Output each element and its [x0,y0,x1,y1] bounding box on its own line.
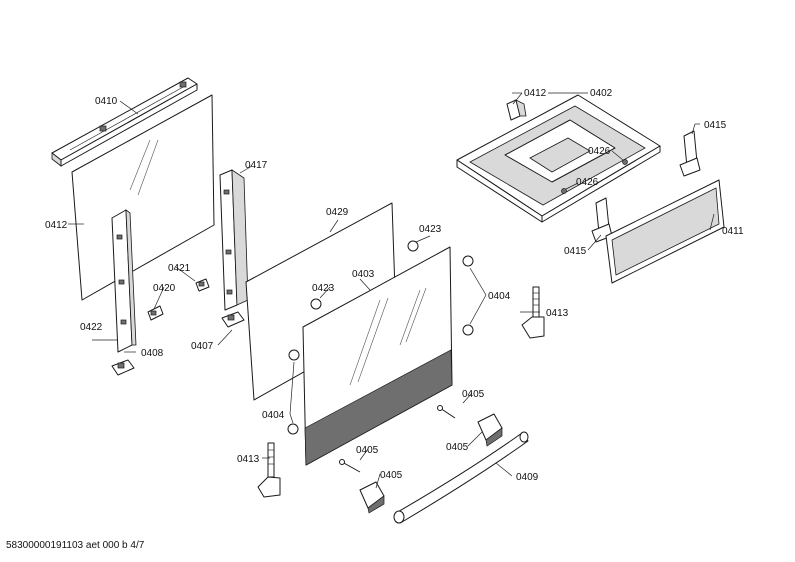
part-0412-inner-glass [71,94,215,301]
label-0405-cap-upper: 0405 [446,442,469,453]
label-0413-right: 0413 [546,308,569,319]
part-0412-tray-bracket [506,99,527,121]
label-0422: 0422 [80,322,103,333]
label-0405-screw-upper: 0405 [462,389,485,400]
document-reference: 58300000191103 aet 000 b 4/7 [6,540,145,551]
label-0402: 0402 [590,88,613,99]
part-0405-screw-lower [339,459,361,473]
part-labels: 0410 0412 0412 0402 0415 0415 0426 0426 … [45,88,744,483]
label-0405-cap-lower: 0405 [380,470,403,481]
part-0423-bumpers [310,240,419,310]
label-0411: 0411 [722,226,744,237]
part-0415-bracket-upper [679,130,701,177]
label-0421: 0421 [168,263,191,274]
part-0422-left-rail [111,209,137,353]
label-0409: 0409 [516,472,539,483]
label-0426-upper: 0426 [588,146,611,157]
label-0408: 0408 [141,348,164,359]
label-0404-left: 0404 [262,410,285,421]
part-0402-tray [456,94,661,223]
label-0415-upper: 0415 [704,120,727,131]
part-0405-cap-lower [359,481,385,514]
part-0413-hinge-right [521,286,545,339]
label-0412-glass: 0412 [45,220,68,231]
label-0423-upper: 0423 [419,224,442,235]
label-0410: 0410 [95,96,118,107]
label-0413-left: 0413 [237,454,260,465]
label-0407: 0407 [191,341,214,352]
part-0411-panel [605,179,725,284]
label-0405-screw-lower: 0405 [356,445,379,456]
part-0420-clip [147,305,164,321]
label-0420: 0420 [153,283,176,294]
part-0417-center-rail [219,169,249,311]
part-0413-hinge-left [257,442,281,498]
label-0403: 0403 [352,269,375,280]
label-0415-lower: 0415 [564,246,587,257]
part-0410-top-trim [51,77,198,167]
part-0405-screw-upper [437,405,456,419]
part-0408-hinge-clip [111,359,135,376]
label-0429: 0429 [326,207,349,218]
part-0404-bumpers [287,255,474,435]
label-0423-lower: 0423 [312,283,335,294]
part-0409-door-handle [393,431,529,524]
part-0421-clip [195,278,210,292]
part-0405-cap-upper [477,413,503,447]
label-0426-lower: 0426 [576,177,599,188]
label-0417: 0417 [245,160,268,171]
part-0407-hinge-clip [221,311,245,328]
label-0412-bracket: 0412 [524,88,547,99]
leader-lines [68,92,715,489]
part-0403-outer-door-glass [302,246,453,466]
label-0404-right: 0404 [488,291,511,302]
